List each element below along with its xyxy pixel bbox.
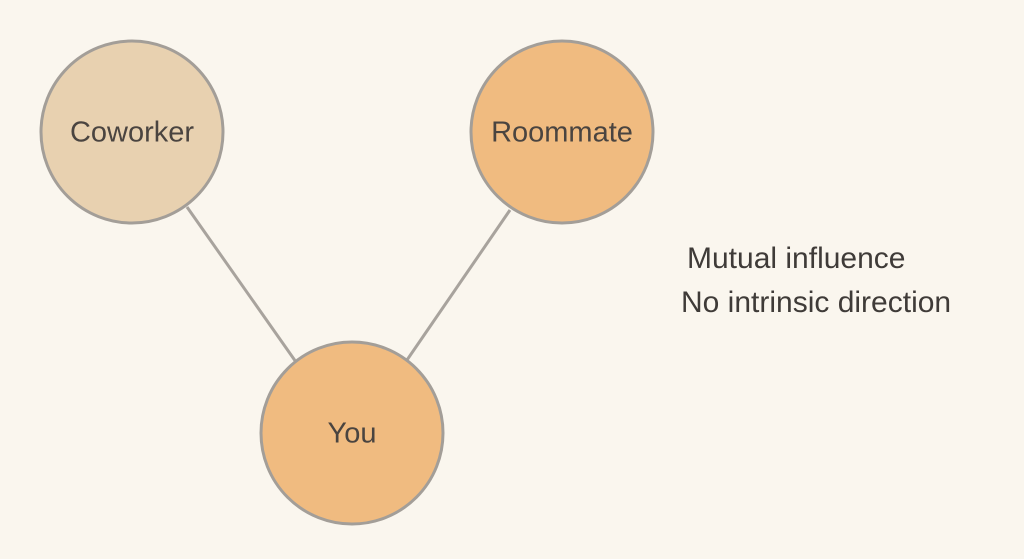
node-you: You — [259, 340, 445, 526]
node-label: You — [328, 418, 377, 450]
note-no-direction: No intrinsic direction — [681, 286, 952, 319]
note-mutual-influence: Mutual influence — [687, 242, 906, 275]
edge-roommate-you — [405, 209, 512, 361]
node-label: Roommate — [491, 117, 633, 149]
node-roommate: Roommate — [469, 39, 655, 225]
node-coworker: Coworker — [39, 39, 225, 225]
node-label: Coworker — [70, 117, 194, 149]
edge-coworker-you — [185, 206, 298, 363]
